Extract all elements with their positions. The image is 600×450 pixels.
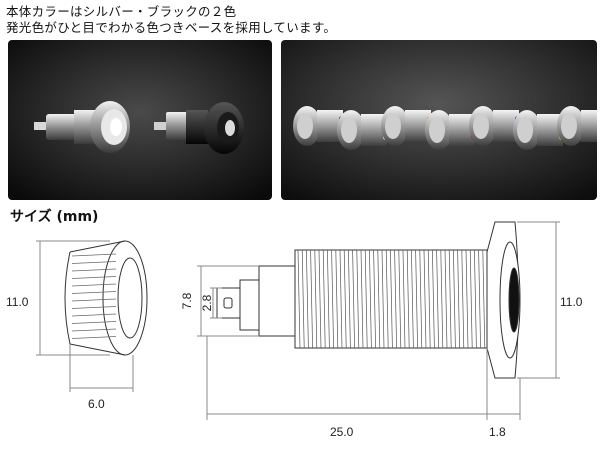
dim-terminal-inner: 2.8 (200, 294, 214, 311)
intro-text: 本体カラーはシルバー・ブラックの２色 発光色がひと目でわかる色つきベースを採用し… (6, 4, 336, 36)
color-base-indicator (557, 106, 597, 146)
dim-bezel-width: 6.0 (88, 397, 105, 411)
dim-flange-height: 11.0 (560, 295, 583, 309)
silver-indicator (34, 101, 130, 153)
color-base-indicator (513, 110, 581, 150)
bezel-front-view (64, 240, 148, 356)
dim-bezel-height: 11.0 (6, 295, 29, 309)
product-photo-color-bases (281, 40, 597, 200)
dim-flange-thickness: 1.8 (489, 425, 506, 439)
dim-terminal-outer: 7.8 (180, 292, 194, 309)
intro-line-1: 本体カラーはシルバー・ブラックの２色 (6, 4, 237, 19)
black-indicator (154, 102, 244, 154)
body-side-view (216, 221, 521, 379)
dim-body-length: 25.0 (330, 425, 354, 439)
size-heading: サイズ (mm) (10, 209, 99, 225)
product-photo-body-colors (8, 40, 272, 200)
intro-line-2: 発光色がひと目でわかる色つきベースを採用しています。 (6, 20, 337, 35)
